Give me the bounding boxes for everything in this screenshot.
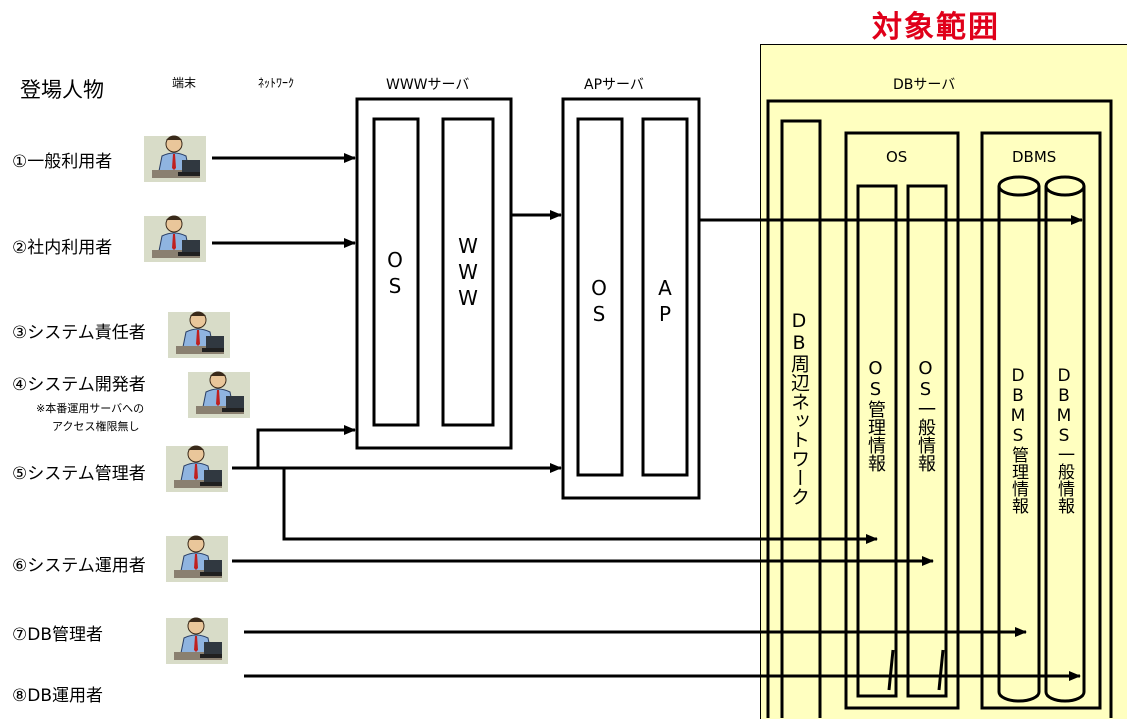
www-app-column (441, 117, 495, 427)
ap-os-column (576, 117, 624, 477)
actor-label-db-admin: ⑦DB管理者 (12, 625, 103, 645)
ap-app-column (641, 117, 689, 477)
ap-os-label: OS (587, 276, 611, 328)
db-network-column (780, 119, 822, 718)
cast-title: 登場人物 (20, 78, 104, 102)
developer-note-line1: ※本番運用サーバへの (36, 402, 145, 415)
person-at-computer-icon (188, 366, 250, 422)
actor-label-system-owner: ③システム責任者 (12, 323, 146, 343)
scope-title: 対象範囲 (872, 10, 1000, 45)
db-os-group-label: OS (886, 148, 908, 166)
actor-label-system-operator: ⑥システム運用者 (12, 556, 146, 576)
actor-label-db-operator: ⑧DB運用者 (12, 686, 103, 706)
db-network-label: DB周辺ネットワーク (788, 310, 810, 506)
os-general-info-label: OS一般情報 (915, 358, 936, 472)
dbms-general-info-label: DBMS一般情報 (1054, 366, 1074, 514)
person-at-computer-icon (144, 210, 206, 266)
developer-note-line2: アクセス権限無し (52, 420, 140, 433)
db-dbms-group-label: DBMS (1012, 148, 1057, 166)
os-general-info-box (906, 184, 948, 698)
www-os-label: OS (383, 248, 407, 300)
ap-server-header: APサーバ (584, 77, 644, 93)
person-at-computer-icon (166, 612, 228, 668)
actor-label-internal-user: ②社内利用者 (12, 238, 113, 258)
network-column-header: ﾈｯﾄﾜｰｸ (258, 76, 295, 90)
os-admin-info-box (856, 184, 898, 698)
dbms-admin-info-label: DBMS管理情報 (1008, 366, 1028, 514)
person-at-computer-icon (166, 440, 228, 496)
dbms-admin-cylinder (997, 175, 1041, 703)
www-app-label: WWW (456, 234, 480, 312)
actor-label-system-admin: ⑤システム管理者 (12, 464, 146, 484)
person-at-computer-icon (168, 306, 230, 362)
www-os-column (372, 117, 420, 427)
www-server-header: WWWサーバ (386, 77, 470, 93)
db-dbms-group-box (980, 131, 1102, 710)
person-at-computer-icon (144, 130, 206, 186)
db-os-group-box (844, 131, 960, 710)
person-at-computer-icon (166, 530, 228, 586)
actor-label-system-developer: ④システム開発者 (12, 375, 146, 395)
arrow-admin-to-www (232, 425, 356, 470)
db-server-header: DBサーバ (893, 77, 956, 93)
arrow-admin-to-os-admin (282, 468, 878, 544)
ap-app-label: AP (653, 276, 677, 328)
os-admin-info-label: OS管理情報 (865, 358, 886, 472)
terminal-column-header: 端末 (172, 76, 197, 90)
dbms-general-cylinder (1044, 175, 1086, 703)
db-server-box (766, 99, 1113, 718)
actor-label-general-user: ①一般利用者 (12, 152, 113, 172)
